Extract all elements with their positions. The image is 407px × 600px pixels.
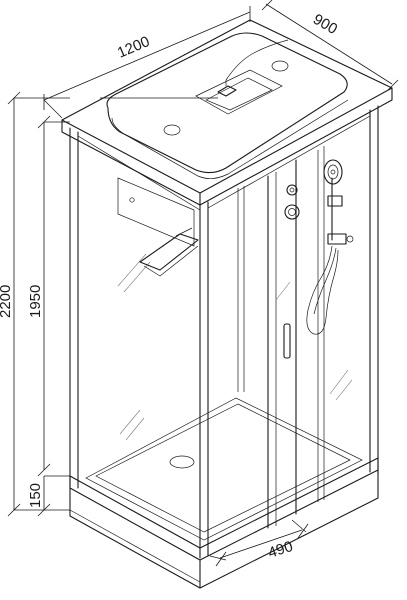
dimension-width-top: 1200 bbox=[43, 6, 251, 119]
mixer-knob-top-icon bbox=[286, 184, 298, 196]
dimension-door-width: 490 bbox=[209, 519, 309, 567]
roof-speaker-left-icon bbox=[163, 124, 181, 136]
dimension-label-depth: 900 bbox=[310, 11, 340, 38]
dimension-total-height: 2200 bbox=[0, 91, 21, 517]
shower-tray bbox=[69, 397, 379, 589]
dimension-label-total-height: 2200 bbox=[0, 285, 14, 318]
side-glass-panel bbox=[117, 177, 199, 441]
hand-shower-set bbox=[306, 159, 354, 335]
wall-control-panel bbox=[117, 177, 195, 247]
roof-canopy bbox=[61, 19, 393, 206]
drain-icon bbox=[169, 455, 195, 469]
cabin-frame bbox=[69, 105, 379, 559]
door-handle bbox=[283, 323, 291, 359]
rain-shower-icon bbox=[217, 85, 237, 97]
corner-shelf bbox=[139, 233, 199, 271]
dimension-label-tray-height: 150 bbox=[27, 483, 44, 508]
mixer-knob-bottom-icon bbox=[284, 204, 300, 220]
dimension-label-width: 1200 bbox=[115, 33, 152, 62]
dimension-depth-top: 900 bbox=[261, 0, 399, 91]
dimension-tray-height: 150 bbox=[14, 97, 70, 517]
sliding-door bbox=[275, 184, 353, 401]
dimension-label-cabin-height: 1950 bbox=[27, 285, 44, 318]
roof-speaker-right-icon bbox=[271, 60, 289, 72]
dimension-cabin-height: 1950 bbox=[27, 115, 51, 477]
hand-shower-head-icon bbox=[323, 159, 343, 185]
dimension-label-door-width: 490 bbox=[266, 538, 295, 562]
